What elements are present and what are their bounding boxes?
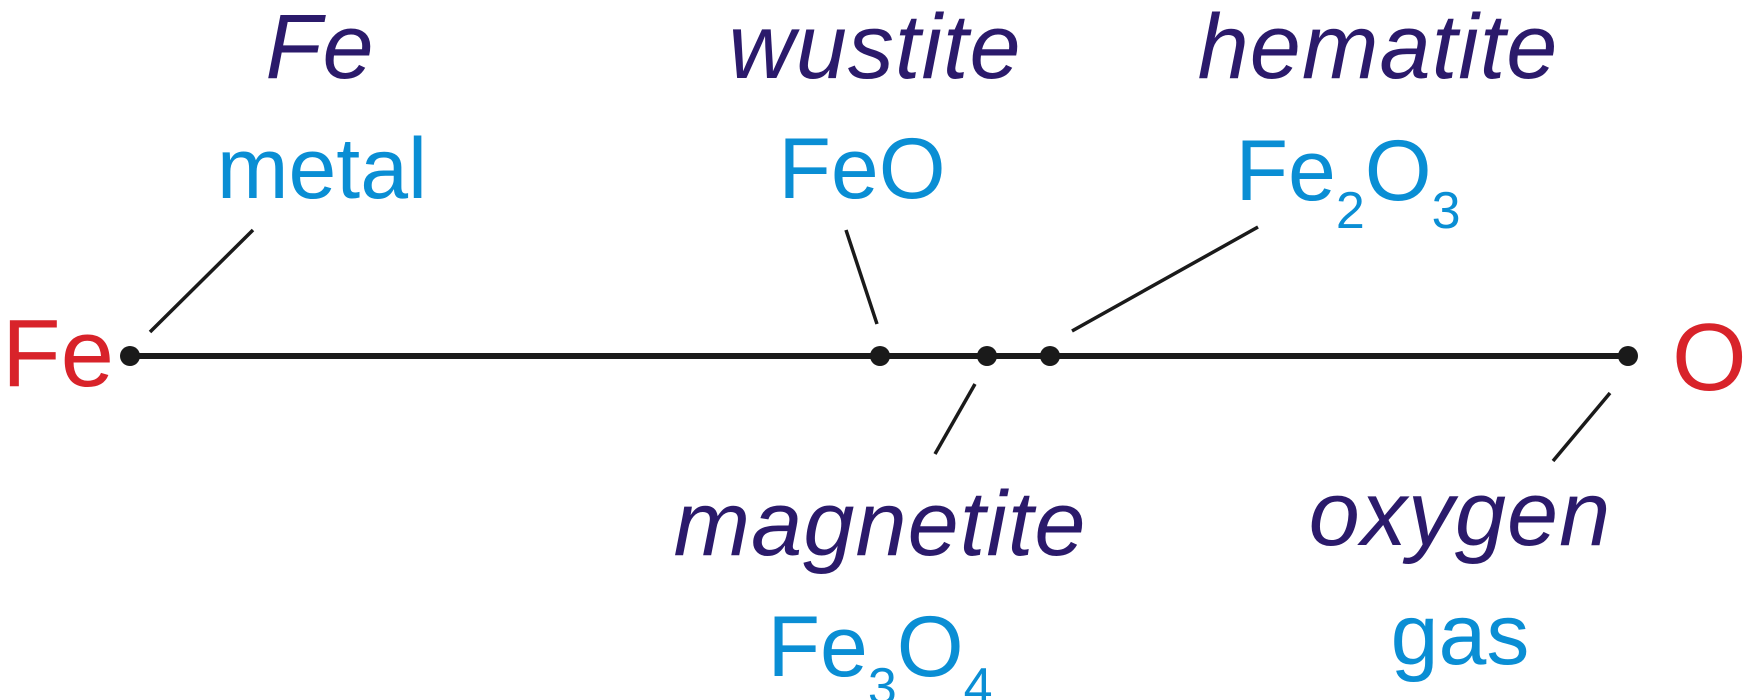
formula-part: metal: [217, 121, 427, 217]
phase-point-wustite: [870, 346, 890, 366]
phase-name-wustite: wustite: [728, 0, 1021, 98]
phase-point-hematite: [1040, 346, 1060, 366]
phase-formula-wustite: FeO: [778, 121, 945, 217]
phase-point-magnetite: [977, 346, 997, 366]
formula-part: 3: [868, 658, 897, 700]
phase-name-oxygen: oxygen: [1309, 463, 1612, 565]
formula-part: 4: [964, 658, 993, 700]
leader-line-hematite: [1071, 225, 1259, 333]
formula-part: FeO: [778, 121, 945, 217]
phase-formula-magnetite: Fe3O4: [767, 599, 992, 700]
leader-line-magnetite: [933, 383, 977, 455]
leader-line-wustite: [844, 229, 879, 325]
phase-point-oxygen: [1618, 346, 1638, 366]
formula-part: gas: [1391, 587, 1530, 683]
phase-point-fe: [120, 346, 140, 366]
formula-part: 2: [1336, 182, 1365, 240]
formula-part: Fe: [1235, 123, 1335, 219]
phase-formula-oxygen: gas: [1391, 587, 1530, 683]
axis-right-end-label: O: [1672, 304, 1746, 411]
formula-part: O: [897, 599, 964, 695]
phase-name-fe: Fe: [265, 0, 374, 98]
formula-part: 3: [1432, 182, 1461, 240]
phase-formula-hematite: Fe2O3: [1235, 123, 1460, 240]
formula-part: O: [1365, 123, 1432, 219]
leader-line-fe: [148, 228, 255, 334]
phase-formula-fe: metal: [217, 121, 427, 217]
formula-part: Fe: [767, 599, 867, 695]
phase-name-hematite: hematite: [1198, 0, 1559, 98]
axis-left-end-label: Fe: [2, 300, 114, 407]
phase-name-magnetite: magnetite: [673, 473, 1086, 575]
leader-line-oxygen: [1551, 391, 1612, 463]
